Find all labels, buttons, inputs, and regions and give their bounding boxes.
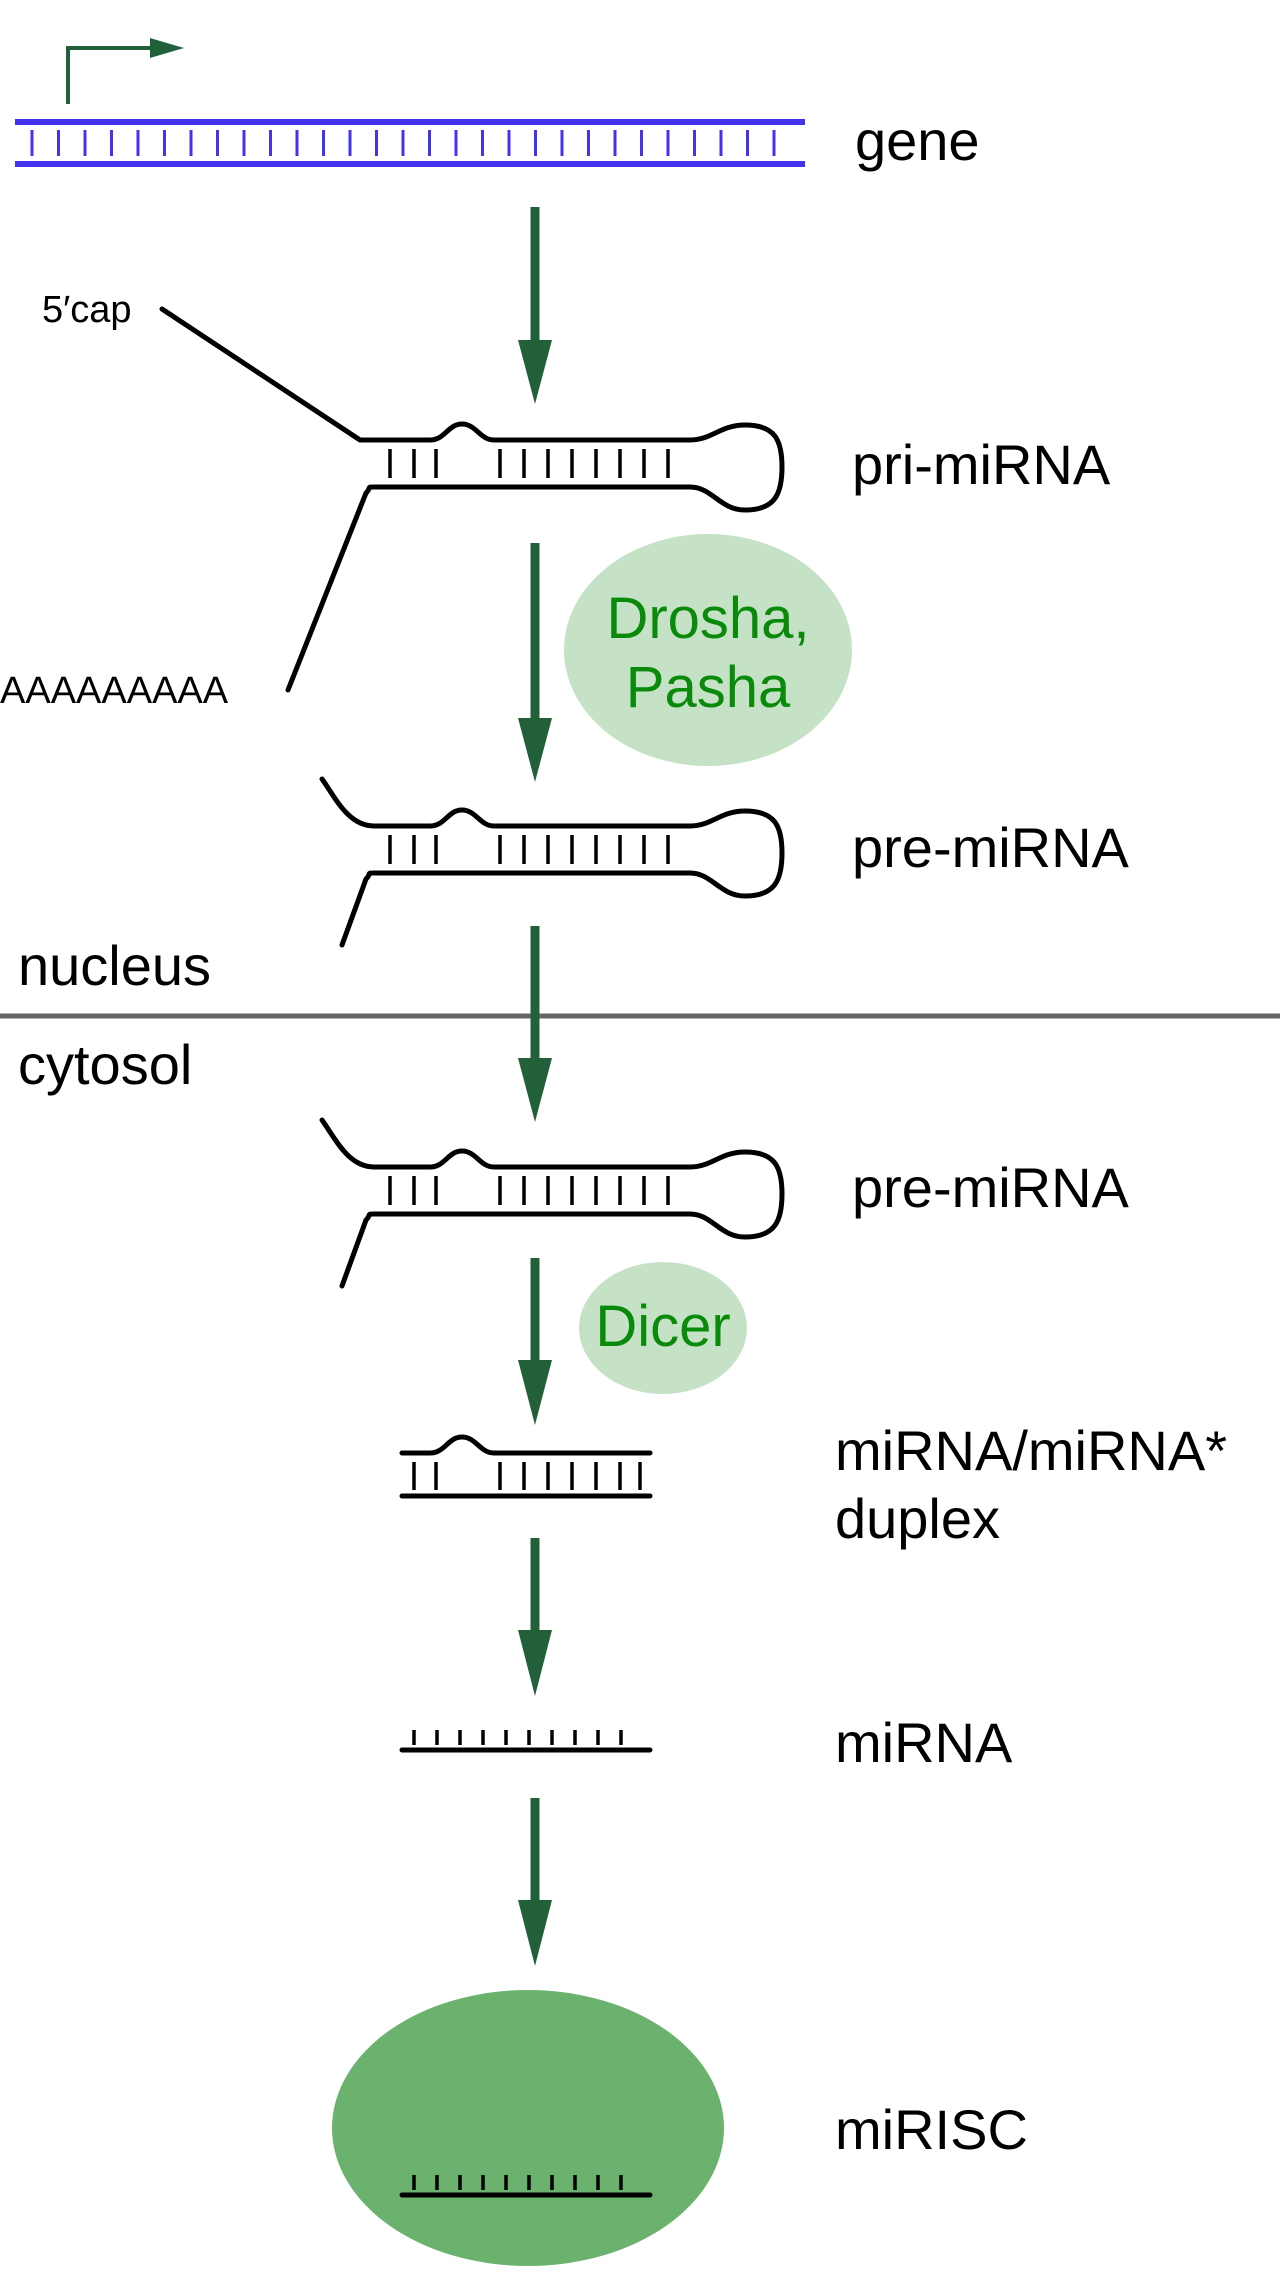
gene-label: gene xyxy=(855,109,980,172)
cytosol-label: cytosol xyxy=(18,1033,192,1096)
mirisc-mirna-ticks xyxy=(412,2175,623,2190)
flow-arrow-5 xyxy=(518,1538,552,1696)
pre-mirna-label-cytosol: pre-miRNA xyxy=(852,1156,1130,1219)
flow-arrow-1 xyxy=(518,207,552,404)
mirisc-label: miRISC xyxy=(835,2098,1028,2161)
promoter-arrow-icon xyxy=(66,38,184,104)
flow-arrow-2 xyxy=(518,543,552,782)
gene-base-pairs xyxy=(30,130,776,156)
mirna-duplex-structure xyxy=(399,1434,653,1499)
pasha-label: Pasha xyxy=(626,655,791,720)
dicer-label: Dicer xyxy=(595,1294,730,1359)
pre-mirna-structure-nucleus xyxy=(319,776,785,948)
dicer-enzyme: Dicer xyxy=(579,1262,747,1394)
five-cap-label: 5′cap xyxy=(42,289,132,331)
duplex-base-pairs xyxy=(412,1462,642,1490)
drosha-label: Drosha, xyxy=(606,586,809,651)
pre-mirna-structure-cytosol xyxy=(319,1117,785,1289)
pre-mirna-label-nucleus: pre-miRNA xyxy=(852,816,1130,879)
mature-mirna-structure xyxy=(399,1730,653,1753)
mirna-base-ticks xyxy=(412,1730,623,1745)
pre-mirna-base-pairs-cytosol xyxy=(388,1176,670,1205)
flow-arrow-4 xyxy=(518,1258,552,1425)
gene-dna xyxy=(15,119,805,167)
pre-mirna-base-pairs-nucleus xyxy=(388,835,670,864)
flow-arrow-3 xyxy=(518,926,552,1122)
mirisc-complex xyxy=(332,1990,724,2266)
drosha-pasha-enzyme: Drosha, Pasha xyxy=(564,534,852,766)
poly-a-tail-label: AAAAAAAAA xyxy=(0,670,229,712)
pri-mirna-base-pairs xyxy=(388,449,670,478)
nucleus-label: nucleus xyxy=(18,934,211,997)
mirna-label: miRNA xyxy=(835,1711,1013,1774)
pri-mirna-structure xyxy=(159,306,785,693)
flow-arrow-6 xyxy=(518,1798,552,1966)
duplex-label-line1: miRNA/miRNA* xyxy=(835,1419,1227,1482)
pri-mirna-label: pri-miRNA xyxy=(852,433,1111,496)
duplex-label-line2: duplex xyxy=(835,1487,1000,1550)
